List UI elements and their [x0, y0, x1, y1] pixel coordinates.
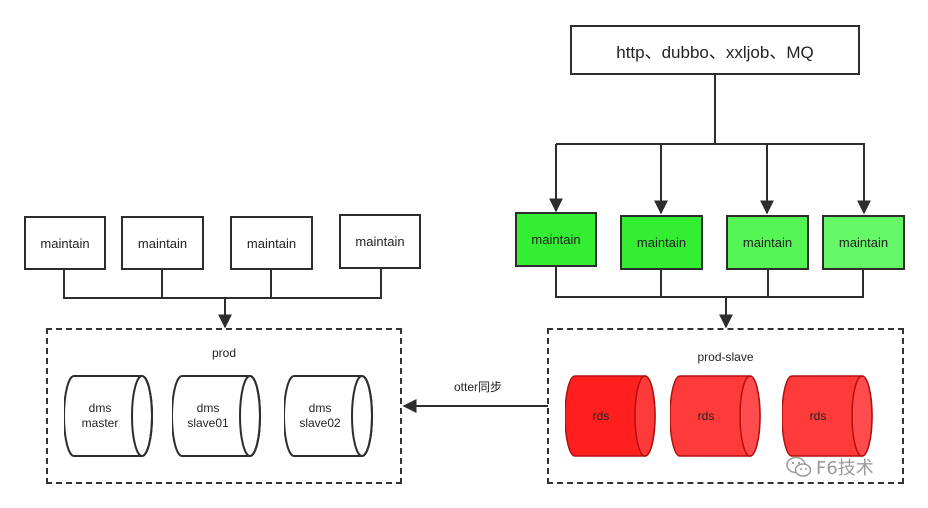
maintain-label: maintain [742, 235, 793, 250]
database-rds-2: rds [669, 375, 762, 457]
database-label: dms slave01 [187, 401, 229, 430]
maintain-node-slave-4: maintain [822, 215, 905, 270]
database-label: rds [809, 408, 827, 423]
database-icon [63, 375, 153, 457]
database-icon [564, 375, 656, 457]
maintain-node-prod-2: maintain [121, 216, 204, 270]
maintain-label: maintain [137, 235, 188, 251]
database-icon [171, 375, 261, 457]
prod-slave-group-label: prod-slave [697, 350, 754, 364]
maintain-node-slave-2: maintain [620, 215, 703, 270]
database-label: dms master [81, 401, 119, 430]
watermark-label: F6技术 [816, 458, 874, 479]
maintain-label: maintain [531, 232, 581, 247]
maintain-label: maintain [40, 235, 90, 251]
prod-group: prod [46, 328, 402, 484]
maintain-label: maintain [246, 235, 297, 251]
maintain-node-prod-1: maintain [24, 216, 106, 270]
database-rds-3: rds [781, 375, 874, 457]
maintain-label: maintain [838, 235, 889, 250]
left-merge-line [63, 268, 382, 299]
maintain-label: maintain [636, 235, 687, 250]
database-icon [781, 375, 873, 457]
database-rds-1: rds [564, 375, 657, 457]
database-icon [669, 375, 761, 457]
database-label: rds [592, 408, 610, 423]
database-icon [283, 375, 373, 457]
maintain-node-prod-3: maintain [230, 216, 313, 270]
wechat-icon [786, 456, 812, 477]
prod-slave-group: prod-slave [547, 328, 904, 484]
entry-protocols-label: http、dubbo、xxljob、MQ [616, 42, 814, 62]
entry-protocols-box: http、dubbo、xxljob、MQ [570, 25, 860, 75]
database-label: dms slave02 [299, 401, 341, 430]
maintain-label: maintain [355, 234, 405, 249]
database-dms-slave01: dms slave01 [171, 375, 262, 457]
maintain-node-slave-3: maintain [726, 215, 809, 270]
database-dms-slave02: dms slave02 [283, 375, 374, 457]
database-label: rds [697, 408, 715, 423]
database-dms-master: dms master [63, 375, 154, 457]
otter-sync-label: otter同步 [454, 380, 503, 394]
maintain-node-slave-1: maintain [515, 212, 597, 267]
watermark: F6技术 [786, 454, 874, 480]
maintain-node-prod-4: maintain [339, 214, 421, 269]
prod-group-label: prod [211, 346, 237, 360]
right-merge-line [555, 266, 864, 298]
